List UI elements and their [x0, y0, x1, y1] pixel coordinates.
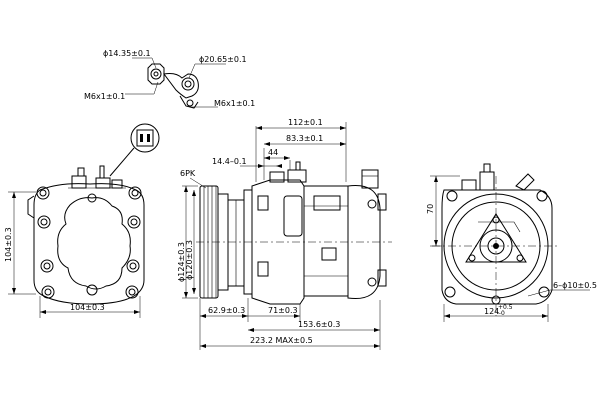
dim-port-m6-left: M6x1±0.1 [84, 92, 125, 101]
dim-14-4: 14.4–0.1 [212, 157, 247, 166]
dim-44: 44 [268, 148, 278, 157]
dim-left-104-horizontal: 104±0.3 [70, 303, 105, 312]
connector-detail [109, 123, 160, 177]
rear-view-right-dims [430, 175, 590, 322]
dim-right-124-tol-up: +0.5 [498, 304, 513, 311]
dim-71: 71±0.3 [268, 306, 298, 315]
rear-view-right [432, 163, 560, 316]
dim-153-6: 153.6±0.3 [298, 320, 340, 329]
dim-port-m6-right: M6x1±0.1 [214, 99, 255, 108]
port-detail [125, 57, 226, 109]
dim-right-70: 70 [426, 204, 435, 214]
side-view-dims [182, 122, 381, 350]
label-6pk: 6PK [180, 169, 196, 178]
dim-right-124: 124 [484, 307, 499, 316]
dim-223-2: 223.2 MAX±0.5 [250, 336, 313, 345]
dim-port-d2: ϕ20.65±0.1 [199, 55, 247, 64]
front-view-left [27, 165, 145, 305]
dim-62-9: 62.9±0.3 [208, 306, 245, 315]
front-view-left-dims [8, 191, 141, 318]
dim-dia-124: ϕ124±0.3 [177, 242, 186, 282]
dim-dia-120: ϕ120±0.3 [185, 240, 194, 280]
dim-right-hole: 6–ϕ10±0.5 [553, 281, 597, 290]
dim-port-d1: ϕ14.35±0.1 [103, 49, 151, 58]
dim-right-124-tol-dn: –0 [498, 310, 505, 317]
side-view-center [196, 161, 392, 305]
dim-left-104-vertical: 104±0.3 [4, 227, 13, 262]
dim-83-3: 83.3±0.1 [286, 134, 323, 143]
dim-112: 112±0.1 [288, 118, 323, 127]
